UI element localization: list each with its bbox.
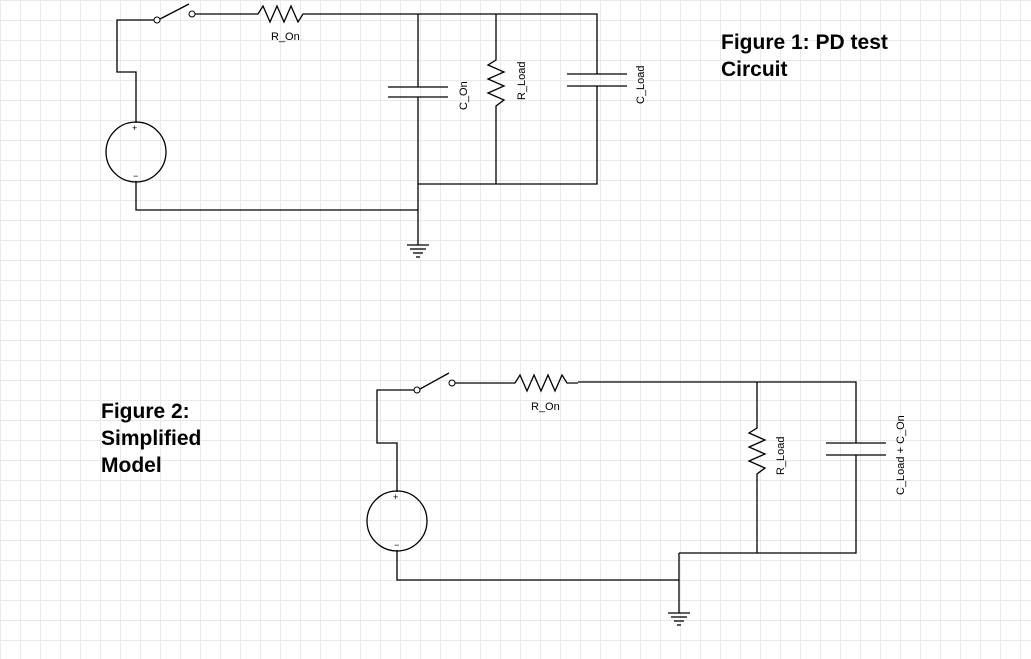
fig2-source-minus: − xyxy=(394,540,399,550)
fig2-resistor-r-on xyxy=(498,373,578,393)
fig2-switch-terminal-right xyxy=(448,379,456,387)
fig2-label-c-sum: C_Load + C_On xyxy=(895,415,907,495)
fig1-wire-source-to-ground xyxy=(135,181,418,211)
fig1-switch-blade xyxy=(159,3,190,20)
figure-1-title: Figure 1: PD test Circuit xyxy=(721,31,888,81)
fig1-ground-icon xyxy=(407,244,429,258)
fig2-resistor-r-load xyxy=(747,420,767,482)
fig2-voltage-source xyxy=(366,490,428,552)
fig1-source-plus: + xyxy=(132,123,137,133)
fig1-resistor-r-on xyxy=(238,4,318,24)
fig1-wire-source-to-switch xyxy=(116,19,154,123)
fig1-label-r-on: R_On xyxy=(271,31,300,43)
fig2-label-r-load: R_Load xyxy=(775,436,787,475)
fig1-switch-terminal-left xyxy=(153,16,161,24)
fig2-label-r-on: R_On xyxy=(531,401,560,413)
fig1-label-c-on: C_On xyxy=(458,81,470,110)
fig2-switch-terminal-left xyxy=(413,386,421,394)
fig2-wire-source-to-switch xyxy=(376,389,414,492)
figure-2-circuit: R_On R_Load C_Load + C_On + − xyxy=(366,372,907,626)
fig2-source-plus: + xyxy=(393,492,398,502)
fig1-label-c-load: C_Load xyxy=(635,65,647,104)
figure-1-circuit: R_On C_On R_Load C_Load + − xyxy=(105,3,647,258)
fig1-wire-top-rail xyxy=(318,13,598,74)
fig2-switch-blade xyxy=(419,372,450,390)
figure-2-title: Figure 2: Simplified Model xyxy=(101,400,202,477)
fig1-switch-terminal-right xyxy=(188,10,196,18)
fig1-wire-bottom-rail xyxy=(418,86,598,185)
fig1-label-r-load: R_Load xyxy=(516,61,528,100)
fig2-ground-icon xyxy=(668,612,690,626)
fig1-voltage-source xyxy=(105,121,167,183)
fig1-resistor-r-load xyxy=(486,52,506,114)
fig2-wire-bottom-rail xyxy=(679,455,857,554)
fig2-wire-source-to-ground xyxy=(396,550,679,581)
fig1-source-minus: − xyxy=(133,171,138,181)
fig2-wire-top-rail xyxy=(578,381,857,443)
